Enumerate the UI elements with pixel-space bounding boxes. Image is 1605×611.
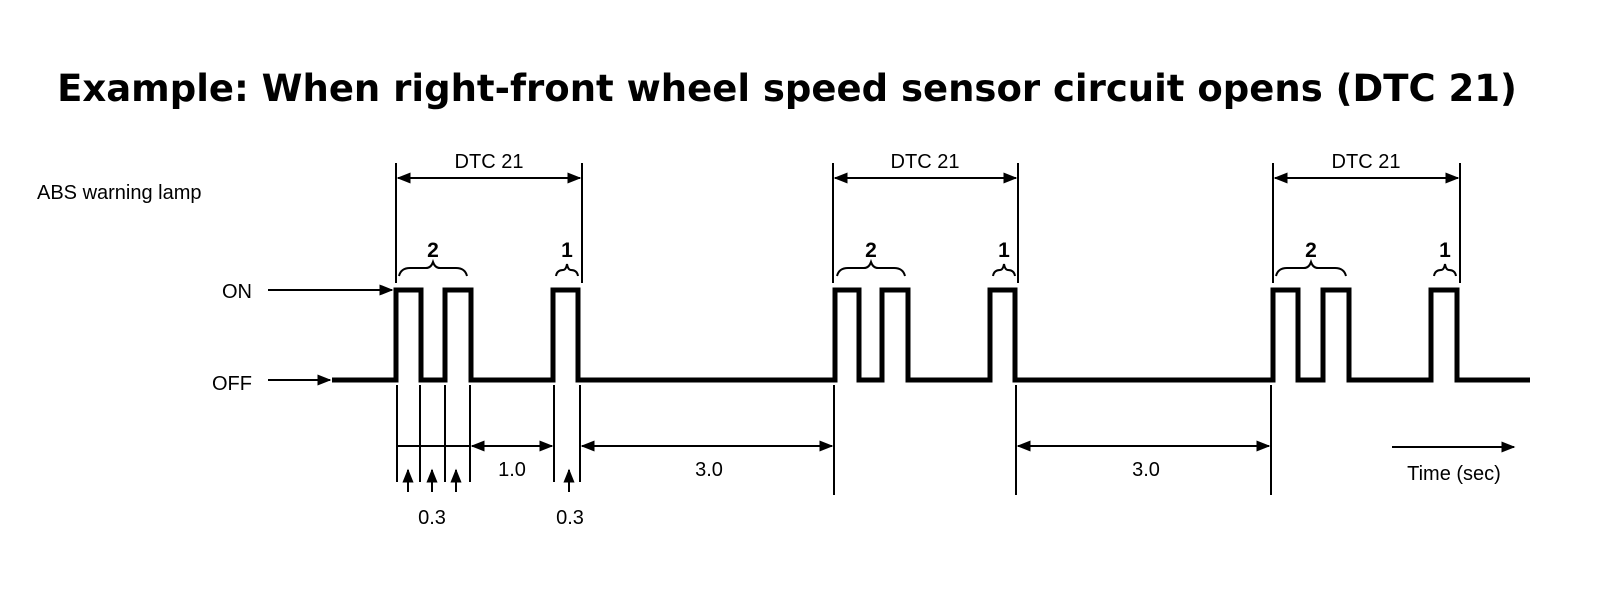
dtc-code-label: DTC 21 (455, 151, 524, 173)
off-state-label: OFF (212, 373, 252, 395)
code-gap-label-1: 3.0 (695, 459, 723, 481)
tens-brace (836, 258, 906, 277)
pulse-width-label-2: 0.3 (556, 507, 584, 529)
lamp-label: ABS warning lamp (37, 182, 202, 204)
time-axis-label: Time (sec) (1407, 463, 1501, 485)
dtc-group-3: DTC 21 2 1 (1272, 151, 1461, 283)
lamp-signal-waveform (332, 287, 1530, 383)
ones-brace (992, 263, 1016, 277)
dtc-group-1: DTC 21 2 1 (395, 151, 583, 283)
dtc-code-label: DTC 21 (1332, 151, 1401, 173)
ones-digit-label: 1 (998, 239, 1010, 262)
diagram-title: Example: When right-front wheel speed se… (57, 67, 1517, 110)
pulse-width-label-1: 0.3 (418, 507, 446, 529)
dtc-group-2: DTC 21 2 1 (832, 151, 1019, 283)
timing-extension-lines (396, 385, 1272, 495)
tens-digit-label: 2 (1305, 239, 1317, 262)
ones-digit-label: 1 (561, 239, 573, 262)
on-state-label: ON (222, 281, 252, 303)
code-gap-label-2: 3.0 (1132, 459, 1160, 481)
tens-digit-label: 2 (427, 239, 439, 262)
tens-brace (398, 258, 468, 277)
tens-brace (1275, 258, 1347, 277)
digit-gap-label: 1.0 (498, 459, 526, 481)
ones-brace (1433, 263, 1457, 277)
dtc-code-label: DTC 21 (891, 151, 960, 173)
tens-digit-label: 2 (865, 239, 877, 262)
pulse-width-arrows-tens (402, 468, 462, 492)
ones-digit-label: 1 (1439, 239, 1451, 262)
ones-brace (555, 263, 579, 277)
